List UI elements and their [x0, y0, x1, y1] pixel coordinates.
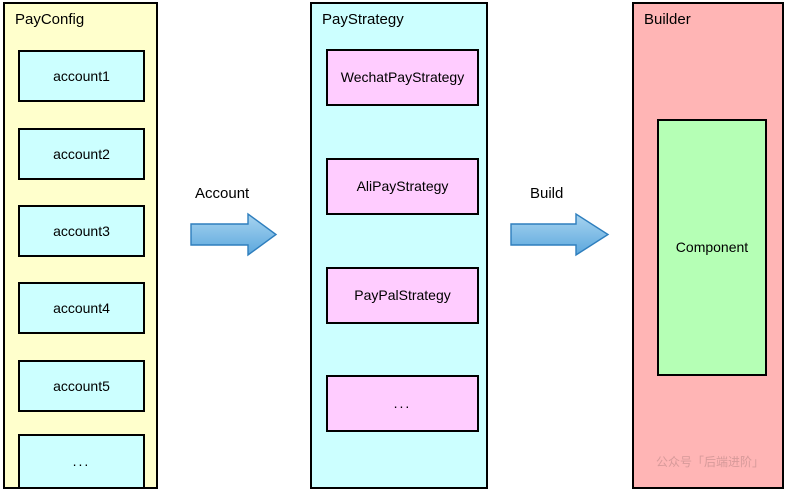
strategy-box-alipay[interactable]: AliPayStrategy — [326, 158, 479, 215]
arrow-account: Account — [190, 185, 285, 257]
strategy-box-more[interactable]: ... — [326, 375, 479, 432]
arrow-account-icon — [190, 212, 278, 257]
account-label-1: account1 — [53, 67, 110, 84]
lane-title-builder: Builder — [644, 11, 691, 28]
lane-title-paystrategy: PayStrategy — [322, 11, 404, 28]
strategy-box-wechat[interactable]: WechatPayStrategy — [326, 49, 479, 106]
lane-title-payconfig: PayConfig — [15, 11, 85, 28]
account-label-3: account3 — [53, 222, 110, 239]
arrow-build: Build — [510, 185, 620, 257]
strategy-label-paypal: PayPalStrategy — [354, 287, 451, 303]
component-box[interactable]: Component — [657, 119, 767, 376]
lane-paystrategy: PayStrategy WechatPayStrategy AliPayStra… — [310, 2, 488, 489]
arrow-label-account: Account — [195, 185, 250, 202]
account-label-2: account2 — [53, 145, 110, 162]
account-box-2[interactable]: account2 — [18, 128, 145, 180]
watermark-text: 公众号「后端进阶」 — [655, 455, 764, 469]
account-box-4[interactable]: account4 — [18, 282, 145, 334]
component-label: Component — [675, 239, 749, 255]
account-label-5: account5 — [53, 377, 110, 394]
account-box-more[interactable]: ... — [18, 434, 145, 489]
strategy-label-more: ... — [393, 395, 412, 411]
lane-payconfig: PayConfig account1 account2 account3 acc… — [3, 2, 158, 489]
account-box-3[interactable]: account3 — [18, 205, 145, 257]
arrow-label-build: Build — [530, 185, 564, 202]
account-label-more: ... — [72, 453, 91, 469]
account-label-4: account4 — [53, 299, 110, 316]
arrow-build-icon — [510, 212, 610, 257]
lane-builder: Builder Component 公众号「后端进阶」 — [632, 2, 784, 489]
strategy-label-wechat: WechatPayStrategy — [340, 69, 465, 85]
strategy-box-paypal[interactable]: PayPalStrategy — [326, 267, 479, 324]
strategy-label-alipay: AliPayStrategy — [356, 178, 449, 194]
account-box-1[interactable]: account1 — [18, 50, 145, 102]
account-box-5[interactable]: account5 — [18, 360, 145, 412]
